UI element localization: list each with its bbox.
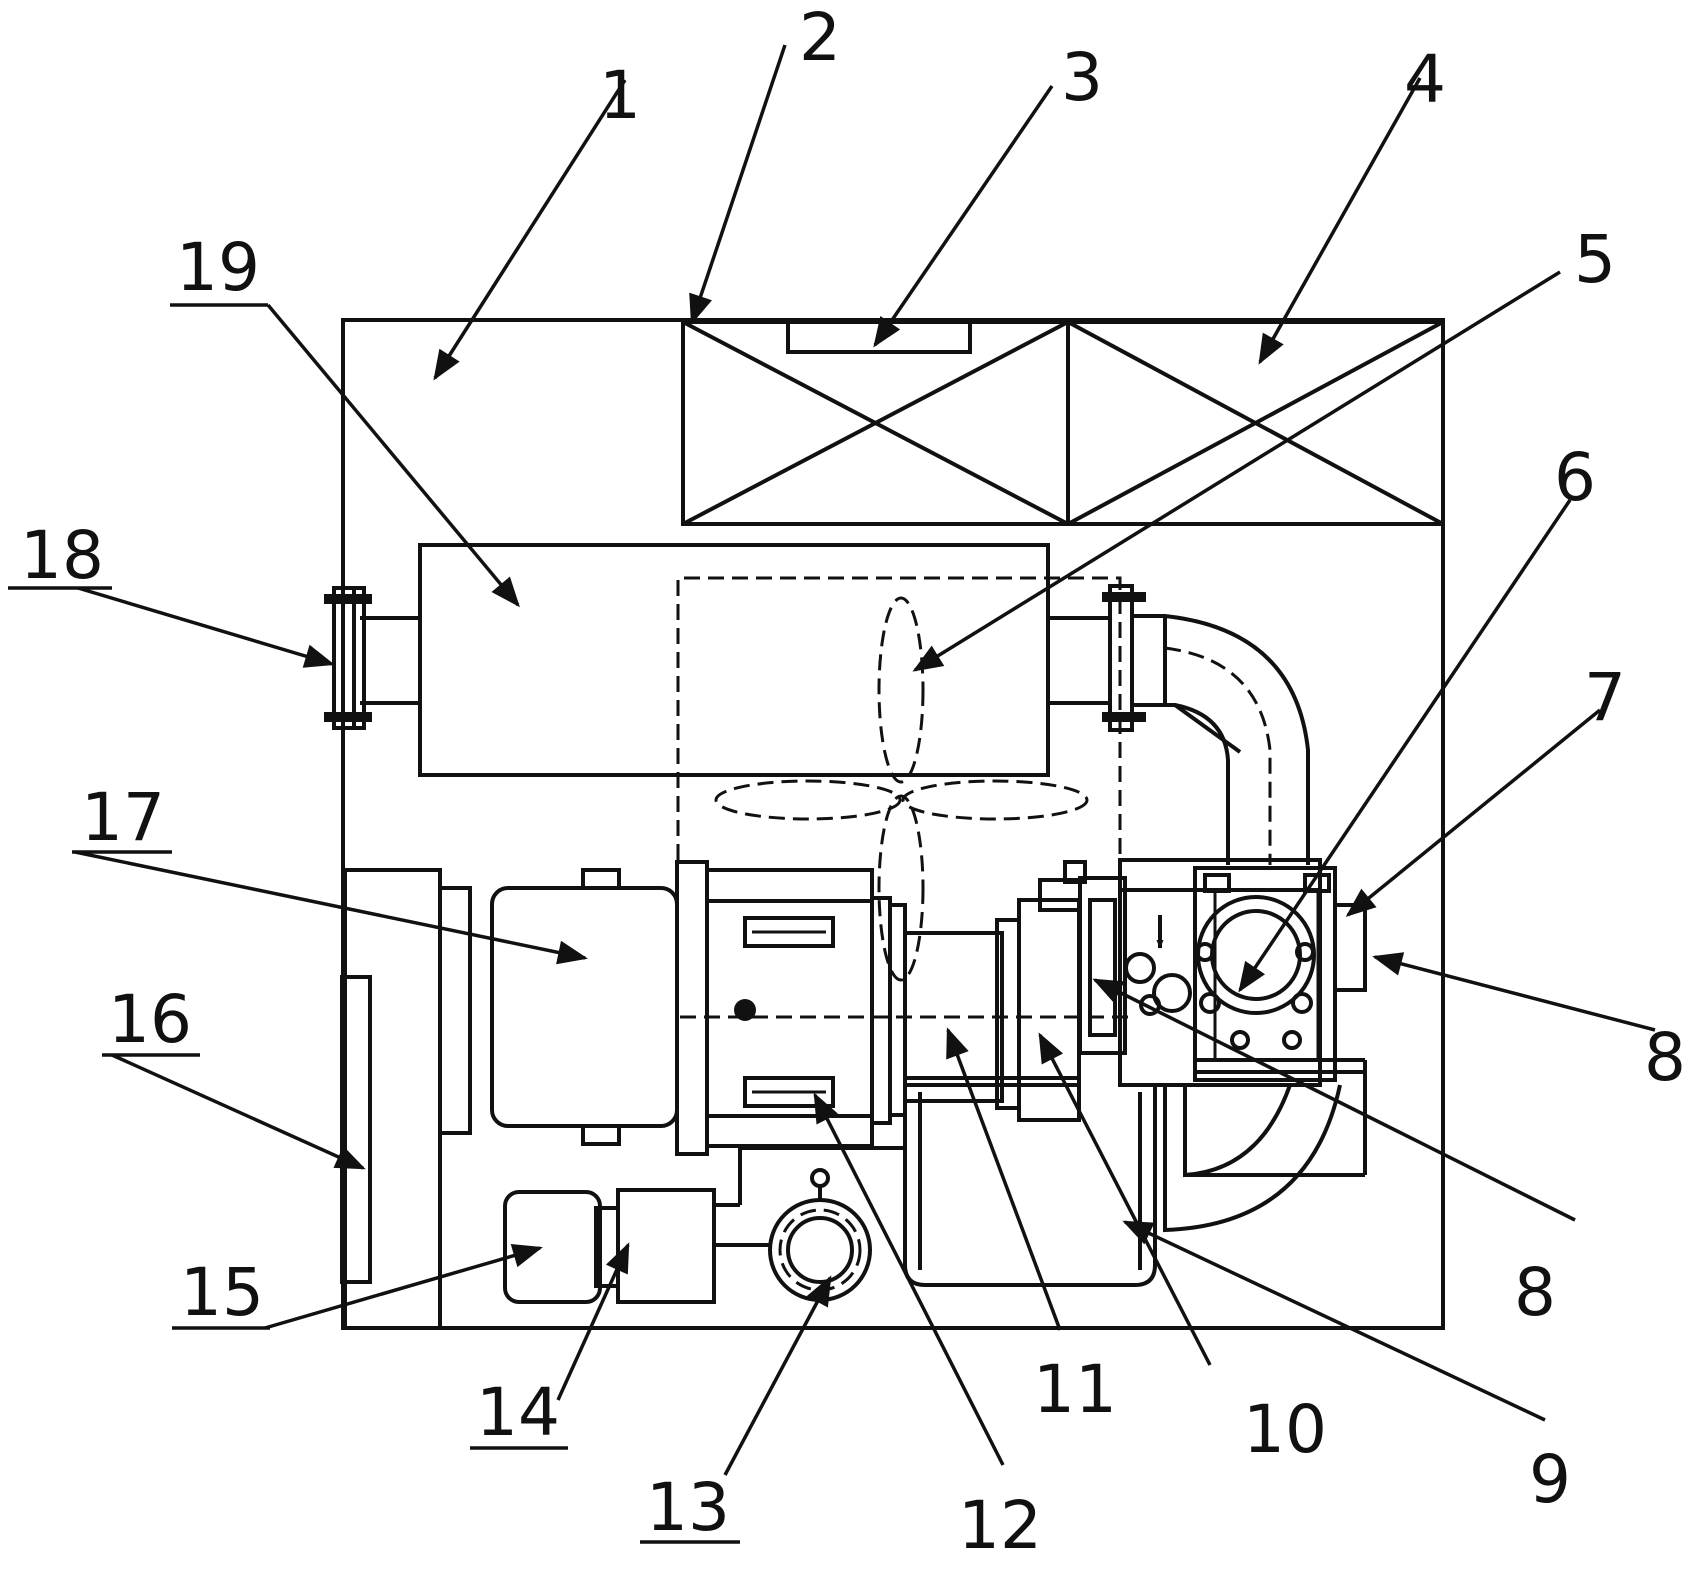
base-tank — [903, 1060, 1367, 1287]
leader-4 — [1258, 77, 1422, 365]
label-15: 15 — [180, 1254, 264, 1331]
outlet-pipe-right — [1048, 584, 1146, 732]
leader-7 — [1345, 708, 1602, 917]
leader-9 — [1122, 1220, 1546, 1422]
leader-8b — [1092, 978, 1576, 1222]
leader-15 — [264, 1244, 543, 1330]
label-19: 19 — [176, 229, 260, 306]
label-18: 18 — [20, 517, 104, 594]
leader-8a — [1372, 952, 1656, 1032]
silencer-body — [418, 543, 1050, 777]
leader-19 — [266, 303, 520, 608]
label-14: 14 — [476, 1374, 560, 1451]
label-8b: 8 — [1514, 1254, 1556, 1331]
leader-lines — [74, 44, 1656, 1476]
label-5: 5 — [1574, 221, 1616, 298]
label-12: 12 — [958, 1487, 1042, 1564]
pipe-coil — [768, 1168, 872, 1302]
auxiliary-pump — [503, 1146, 905, 1304]
leader-11 — [946, 1027, 1062, 1331]
elbow-pipe — [1132, 614, 1310, 865]
leader-5 — [912, 270, 1561, 672]
leader-17 — [74, 850, 588, 965]
leader-12 — [813, 1092, 1005, 1466]
label-2: 2 — [799, 0, 841, 76]
filter-box-right — [1066, 320, 1445, 526]
label-4: 4 — [1404, 41, 1446, 118]
label-9: 9 — [1529, 1441, 1571, 1518]
leader-6 — [1238, 499, 1572, 993]
label-17: 17 — [81, 779, 165, 856]
leader-2 — [689, 44, 787, 325]
leader-1 — [433, 79, 627, 381]
inlet-pipe-left — [324, 586, 420, 730]
leader-14 — [556, 1242, 630, 1401]
label-3: 3 — [1061, 39, 1103, 116]
callout-labels: 1 2 3 4 5 6 7 8 8 9 10 11 12 13 14 15 16… — [8, 0, 1686, 1564]
coupling-shaft — [903, 860, 1127, 1122]
leader-18 — [77, 586, 335, 668]
label-11: 11 — [1033, 1351, 1117, 1428]
label-16: 16 — [108, 981, 192, 1058]
leader-16 — [111, 1053, 366, 1170]
leader-10 — [1038, 1032, 1212, 1366]
fan-enclosure — [676, 576, 1122, 982]
label-1: 1 — [599, 57, 641, 134]
pump-housing — [1118, 858, 1367, 1087]
label-7: 7 — [1584, 659, 1626, 736]
top-vent-plate — [786, 318, 972, 354]
label-10: 10 — [1243, 1391, 1327, 1468]
label-13: 13 — [646, 1469, 730, 1546]
leader-13 — [723, 1275, 832, 1476]
label-8a: 8 — [1644, 1019, 1686, 1096]
leader-3 — [873, 85, 1054, 348]
label-6: 6 — [1554, 439, 1596, 516]
